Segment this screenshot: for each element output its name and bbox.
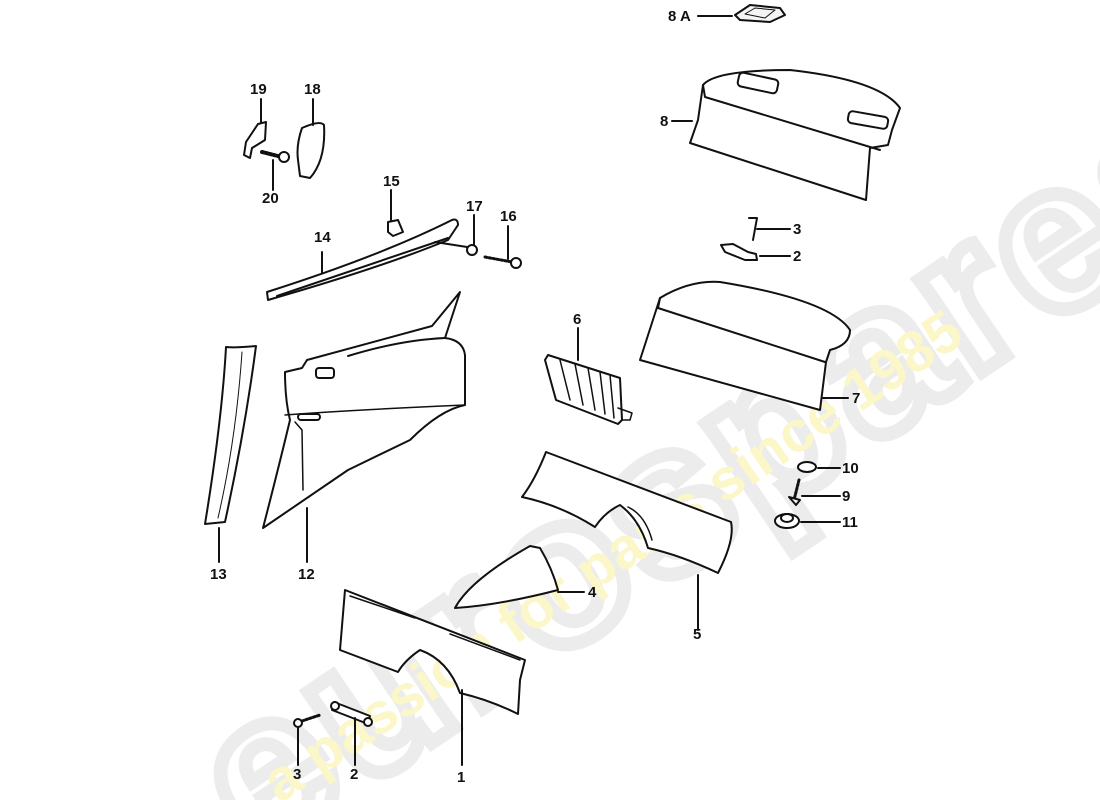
part-6-vent[interactable] xyxy=(544,354,633,425)
part-4-arch-cover[interactable] xyxy=(454,545,559,609)
callout-8a[interactable]: 8 A xyxy=(668,8,691,25)
part-16-screw[interactable] xyxy=(483,255,522,269)
leader-14b xyxy=(434,241,468,248)
part-1-arch-trim[interactable] xyxy=(339,589,526,715)
callout-8[interactable]: 8 xyxy=(660,113,669,130)
callout-12[interactable]: 12 xyxy=(298,566,315,583)
part-3-screw-upper[interactable] xyxy=(748,217,758,241)
part-14-strip[interactable] xyxy=(266,218,459,301)
callout-20[interactable]: 20 xyxy=(262,190,279,207)
callout-4[interactable]: 4 xyxy=(588,584,597,601)
part-20-screw[interactable] xyxy=(260,150,290,163)
callout-6[interactable]: 6 xyxy=(573,311,582,328)
callout-13[interactable]: 13 xyxy=(210,566,227,583)
part-3-screw-lower[interactable] xyxy=(293,713,322,728)
part-8a-grille[interactable] xyxy=(734,4,786,23)
callout-3-lower[interactable]: 3 xyxy=(293,766,302,783)
part-13-pillar[interactable] xyxy=(204,345,257,525)
part-2-bracket-upper[interactable] xyxy=(720,243,758,261)
part-8-shelf[interactable] xyxy=(689,69,901,201)
part-19-bracket[interactable] xyxy=(243,121,267,159)
callout-2-upper[interactable]: 2 xyxy=(793,248,802,265)
callout-11[interactable]: 11 xyxy=(842,514,858,531)
part-7-side-trim[interactable] xyxy=(639,280,851,411)
part-17-washer[interactable] xyxy=(466,244,478,256)
callout-15[interactable]: 15 xyxy=(383,173,400,190)
part-11-cap-nut[interactable] xyxy=(774,513,800,529)
callout-14[interactable]: 14 xyxy=(314,229,331,246)
callout-16[interactable]: 16 xyxy=(500,208,517,225)
callout-1[interactable]: 1 xyxy=(457,769,466,786)
callout-19[interactable]: 19 xyxy=(250,81,267,98)
part-9-screw[interactable] xyxy=(788,478,801,506)
callout-10[interactable]: 10 xyxy=(842,460,859,477)
part-10-washer[interactable] xyxy=(797,461,817,473)
part-2-bracket-lower[interactable] xyxy=(330,701,373,727)
part-15-clip[interactable] xyxy=(387,219,404,237)
part-5-arch-trim[interactable] xyxy=(521,451,733,574)
callout-9[interactable]: 9 xyxy=(842,488,851,505)
callout-5[interactable]: 5 xyxy=(693,626,702,643)
part-18-cap[interactable] xyxy=(296,122,326,179)
callout-3-upper[interactable]: 3 xyxy=(793,221,802,238)
callout-17[interactable]: 17 xyxy=(466,198,483,215)
callout-2-lower[interactable]: 2 xyxy=(350,766,359,783)
callout-18[interactable]: 18 xyxy=(304,81,321,98)
callout-7[interactable]: 7 xyxy=(852,390,861,407)
part-12-side-panel[interactable] xyxy=(262,291,466,529)
